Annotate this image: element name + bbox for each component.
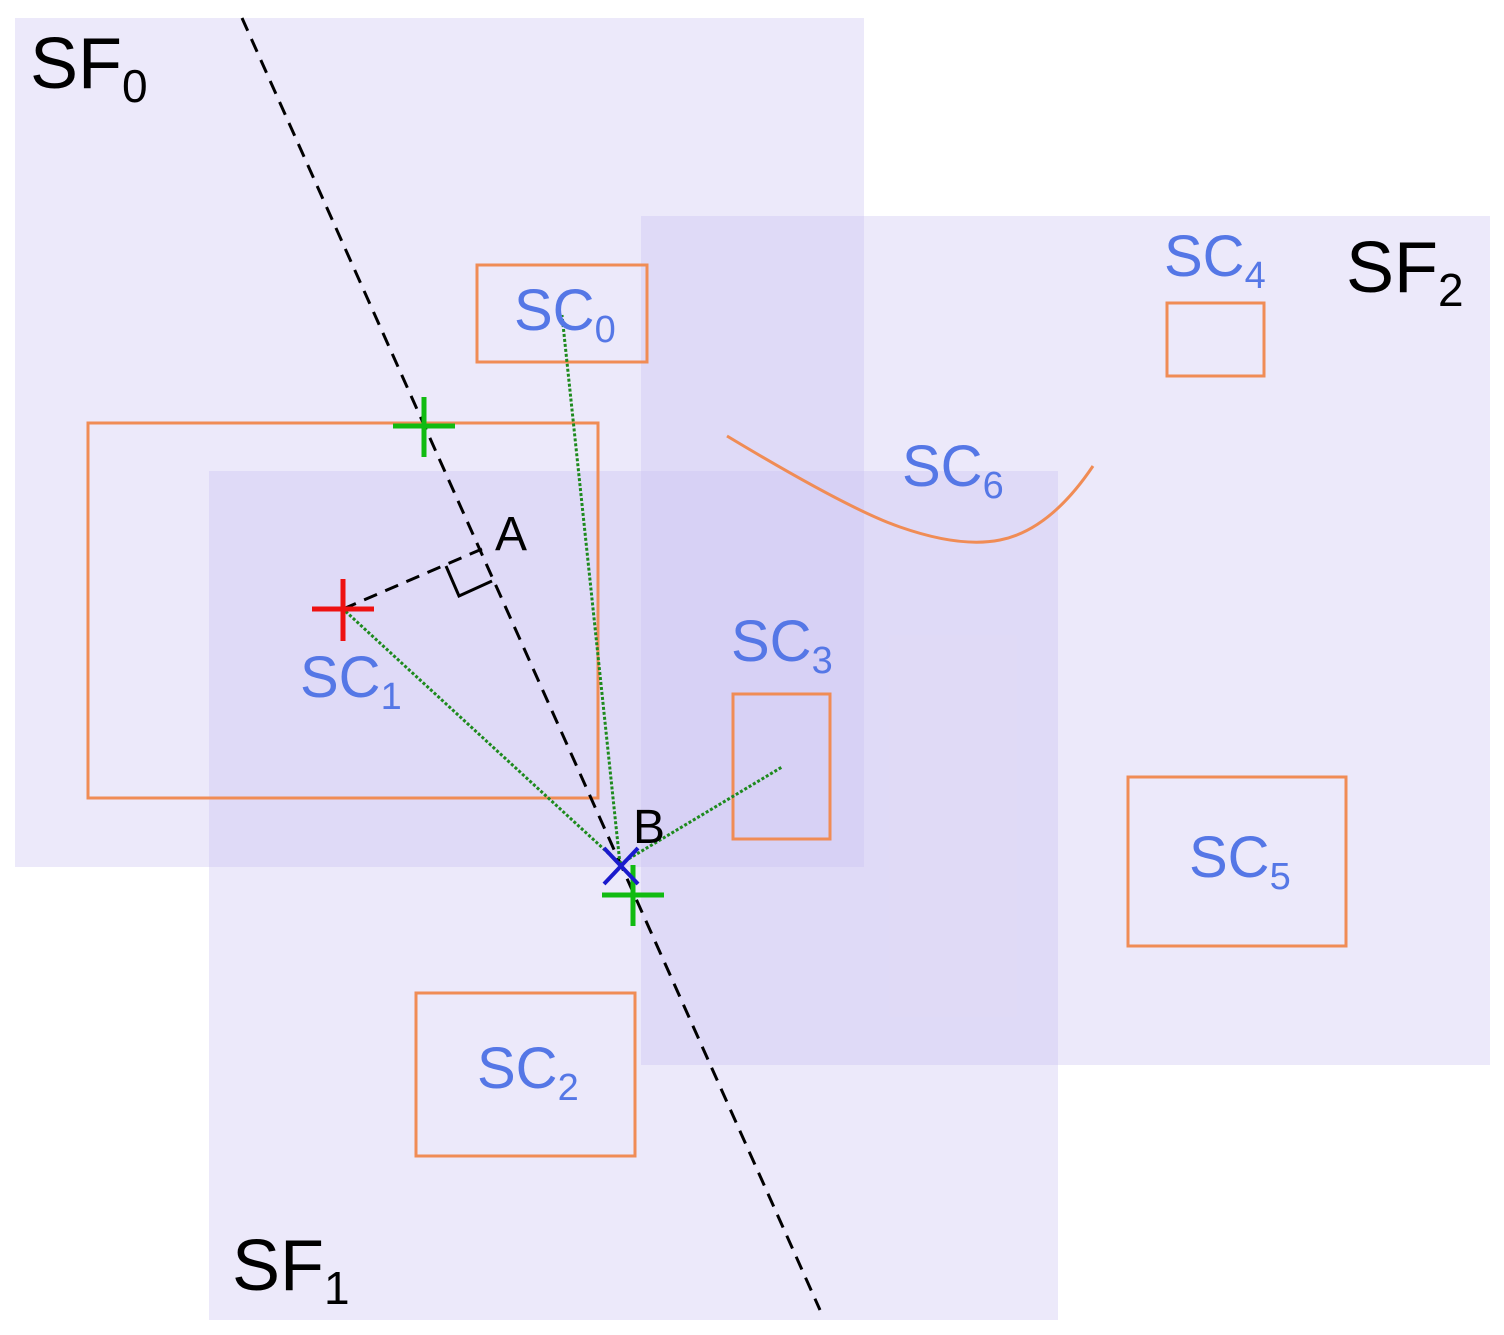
shape-sc2 — [414, 991, 637, 1158]
shape-sc3 — [731, 692, 832, 841]
shapes — [86, 263, 1348, 1158]
dashed-axis-line — [240, 17, 822, 1311]
marker-upper-intersection — [393, 397, 455, 457]
shape-label-sc0: SC0 — [514, 278, 616, 351]
point-label-b: B — [633, 801, 665, 854]
shape-label-sc4: SC4 — [1164, 224, 1266, 297]
frame-label-sf2: SF2 — [1346, 228, 1464, 316]
frame-label-sf1: SF1 — [232, 1226, 350, 1314]
marker-sc1-center — [312, 579, 374, 641]
dashed-perpendicular — [342, 547, 483, 611]
frame-sf0 — [15, 18, 864, 867]
right-angle-mark — [444, 565, 493, 598]
point-label-a: A — [495, 508, 527, 561]
shape-sc5 — [1126, 775, 1348, 948]
marker-point-b — [602, 846, 640, 886]
shape-label-sc2: SC2 — [477, 1036, 579, 1109]
frame-label-sf0: SF0 — [30, 24, 148, 112]
shape-label-sc5: SC5 — [1189, 825, 1291, 898]
shape-sc6-curve — [726, 434, 1095, 544]
shape-sc4 — [1165, 301, 1266, 378]
shape-label-sc1: SC1 — [300, 645, 402, 718]
marker-lower-intersection — [602, 865, 664, 926]
connectors — [341, 314, 783, 866]
connector-b-sc3 — [619, 765, 783, 866]
shape-label-sc6: SC6 — [902, 434, 1004, 507]
connector-b-sc0 — [560, 314, 622, 865]
connector-b-sc1 — [341, 607, 622, 866]
shape-sc0 — [475, 263, 649, 364]
guide-lines — [240, 17, 822, 1311]
shape-label-sc3: SC3 — [731, 609, 833, 682]
shape-sc1 — [86, 421, 600, 800]
frame-sf2 — [641, 216, 1490, 1065]
